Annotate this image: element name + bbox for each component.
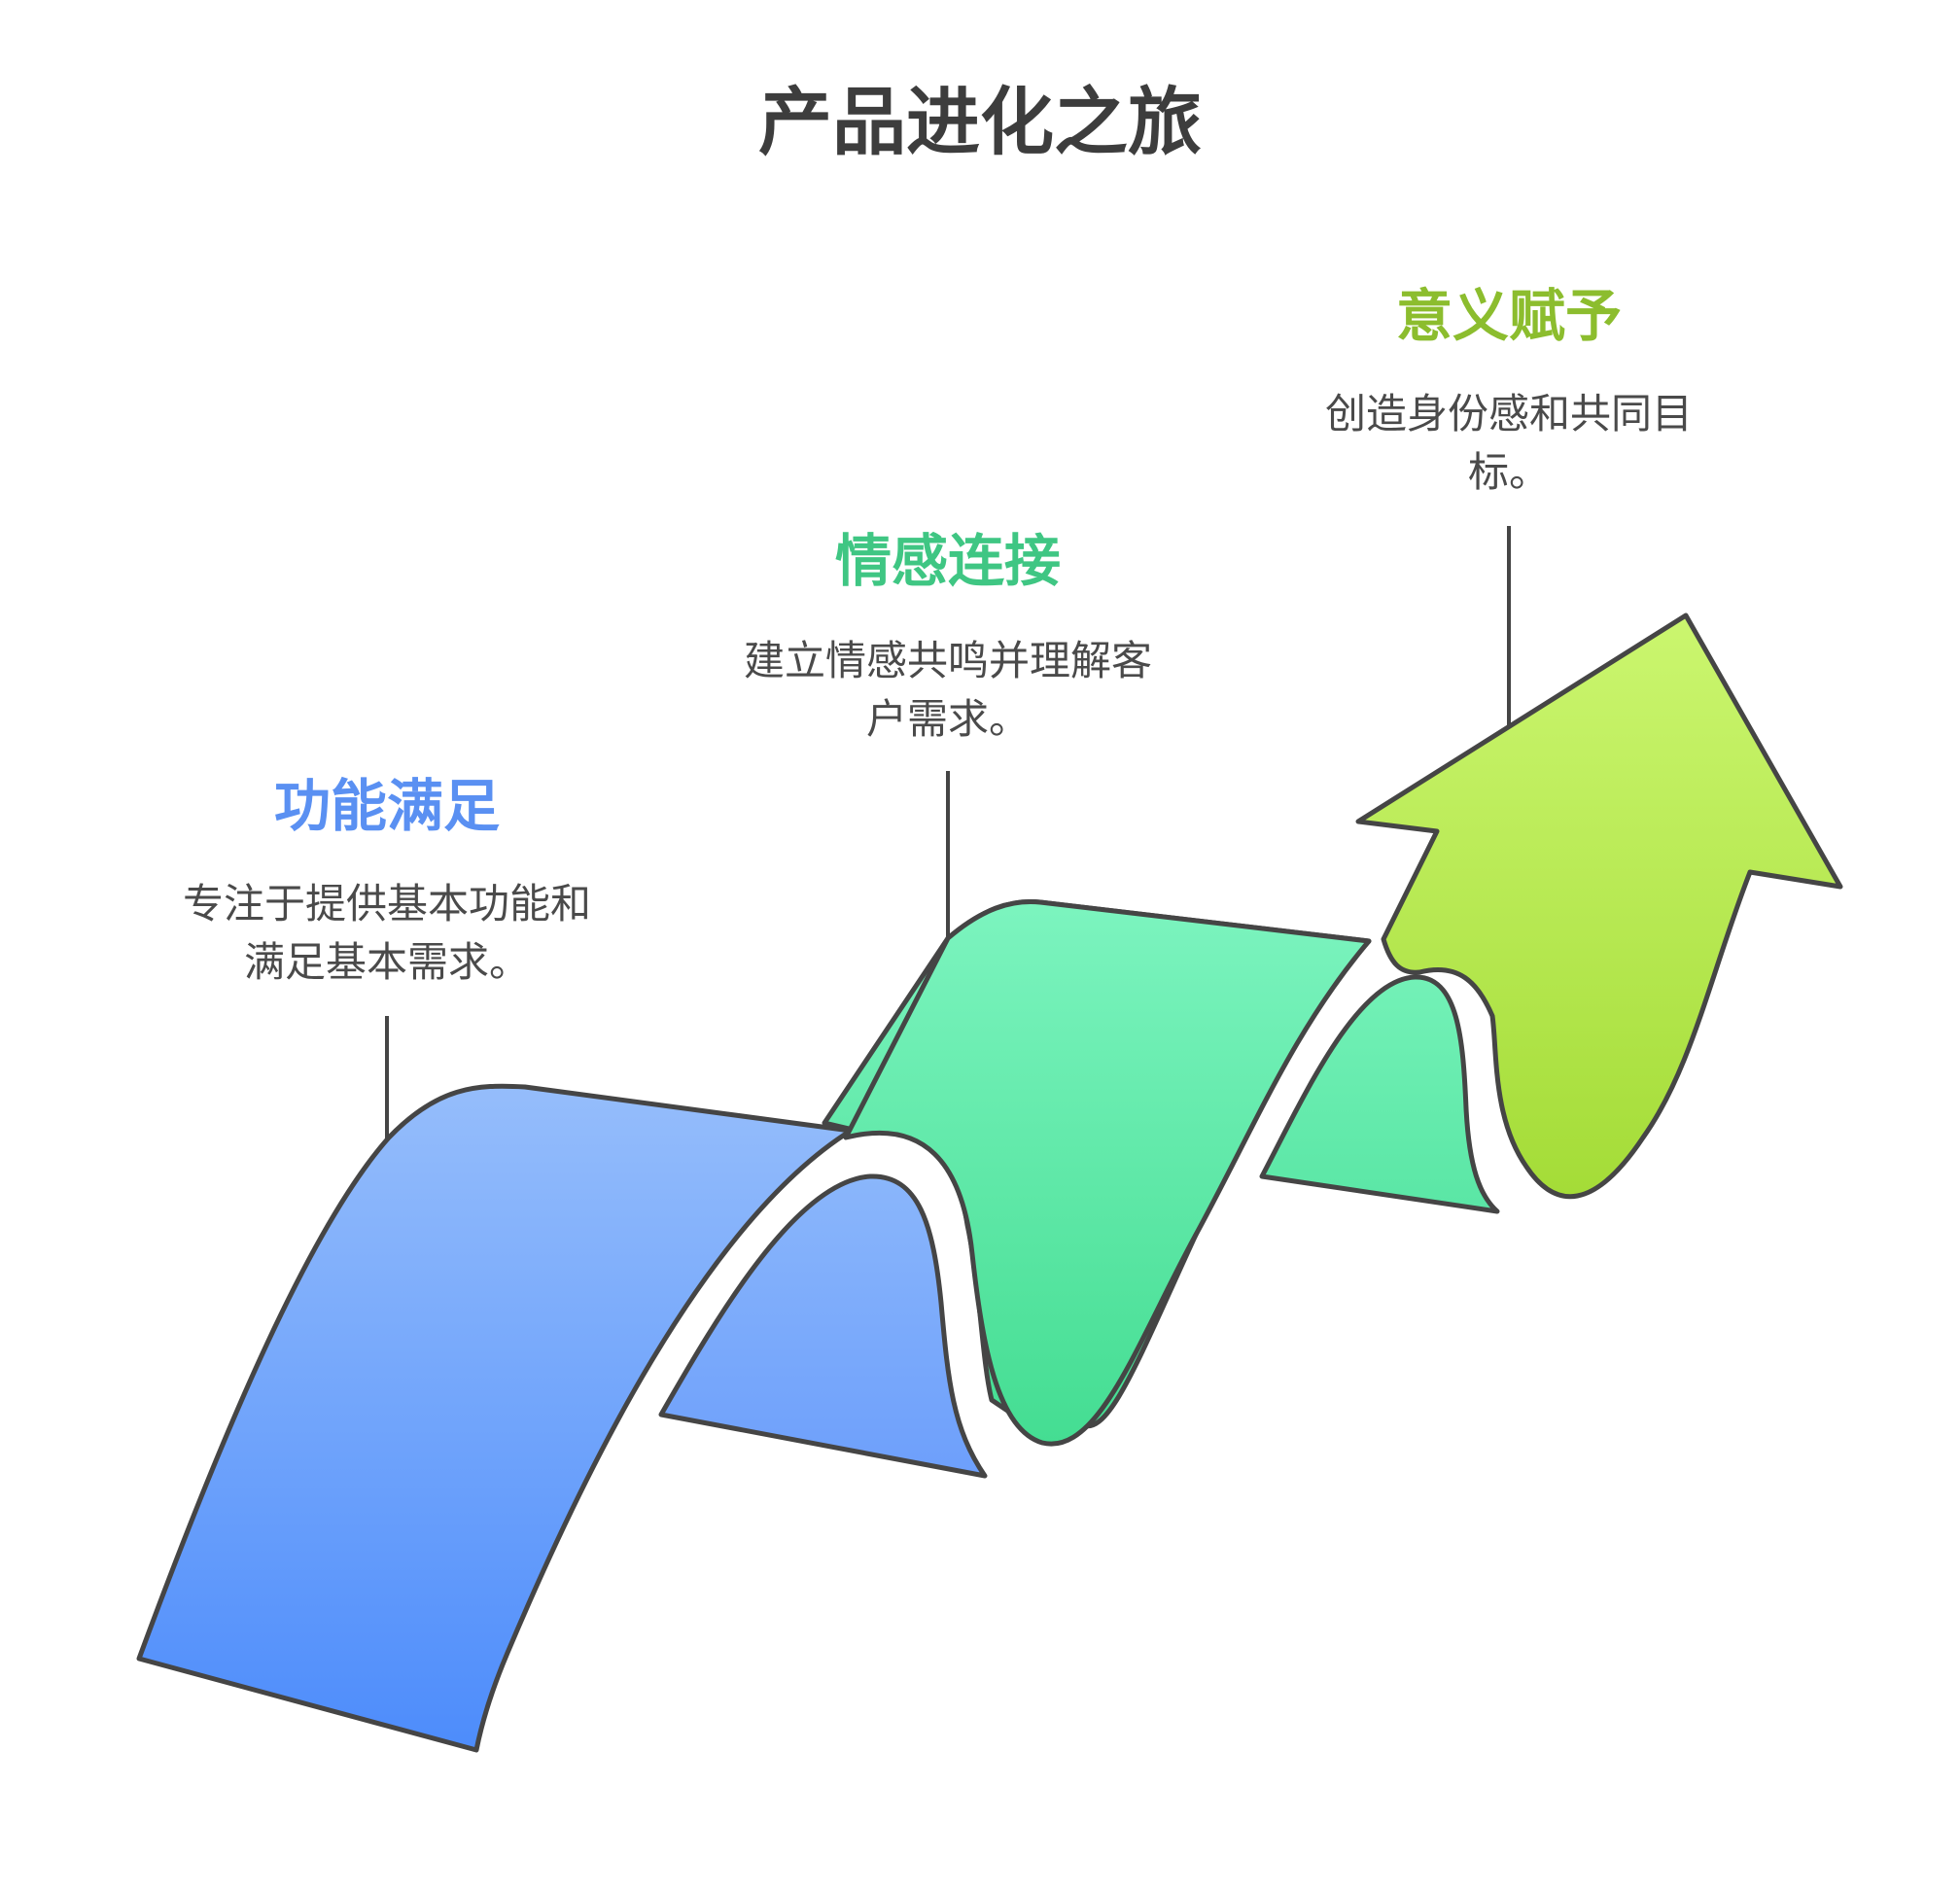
ribbon-green-dip: [843, 899, 1372, 1447]
step-2-description-line-2: 户需求。: [865, 695, 1030, 743]
step-1-description-line-1: 专注于提供基本功能和: [182, 880, 591, 928]
step-2-heading: 情感连接: [834, 528, 1061, 594]
step-3-description-line-2: 标。: [1467, 448, 1550, 496]
step-2-description-line-1: 建立情感共鸣并理解客: [743, 637, 1152, 684]
step-1-description-line-2: 满足基本需求。: [243, 938, 530, 986]
step-3-description-line-1: 创造身份感和共同目: [1324, 390, 1693, 438]
step-3-description: 创造身份感和共同目 标。: [1217, 385, 1801, 502]
step-1-description: 专注于提供基本功能和 满足基本需求。: [95, 875, 679, 992]
step-2-description: 建立情感共鸣并理解客 户需求。: [656, 632, 1240, 749]
ribbon-blue-main: [136, 1083, 854, 1753]
ribbon-green-back: [1259, 974, 1500, 1214]
ribbon-blue-back: [658, 1173, 988, 1479]
step-3-heading: 意义赋予: [1395, 283, 1622, 349]
diagram-title: 产品进化之旅: [758, 79, 1202, 165]
step-1-heading: 功能满足: [273, 773, 500, 839]
arrow-lime: [1355, 612, 1843, 1200]
